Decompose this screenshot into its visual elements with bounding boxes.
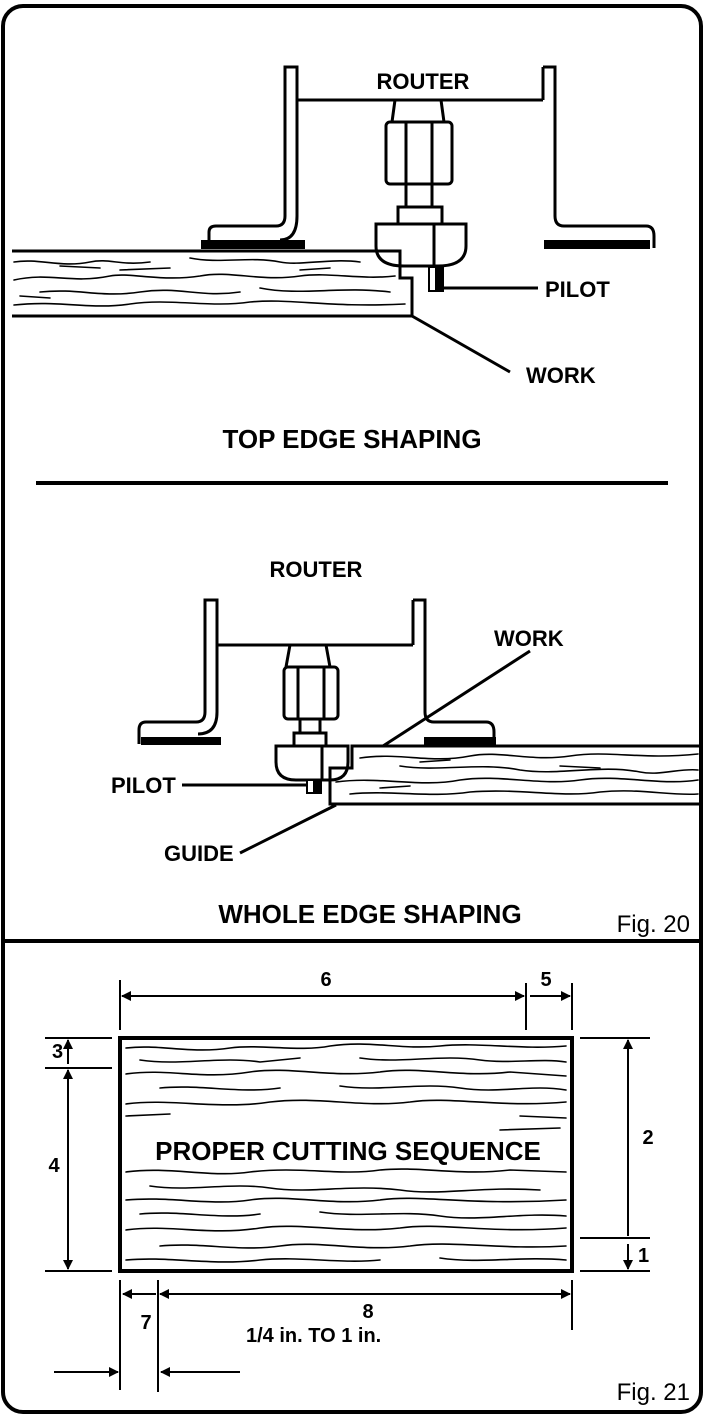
- pilot-label-whole: PILOT: [111, 773, 176, 798]
- guide-label-whole: GUIDE: [164, 841, 234, 866]
- cutting-sequence-label: PROPER CUTTING SEQUENCE: [155, 1136, 541, 1166]
- work-label-whole: WORK: [494, 626, 564, 651]
- dim-7-label: 7: [140, 1312, 151, 1334]
- top-edge-shaping-diagram: ROUTER PILOT WORK TOP EDGE SHAPING: [12, 65, 656, 454]
- dim-3-label: 3: [52, 1041, 63, 1063]
- router-base-outline-2: [137, 598, 496, 744]
- pilot-label-top: PILOT: [545, 277, 610, 302]
- right-base-plate: [544, 240, 650, 249]
- dim-8-label: 8: [362, 1301, 373, 1323]
- router-base-outline: [207, 65, 656, 248]
- dim-2-label: 2: [642, 1127, 653, 1149]
- collet-nut: [384, 120, 454, 186]
- whole-edge-caption: WHOLE EDGE SHAPING: [218, 899, 521, 929]
- fig-21-label: Fig. 21: [617, 1379, 690, 1406]
- outer-frame: [1, 4, 703, 1414]
- collet-nut-2: [282, 665, 340, 721]
- dim-6-label: 6: [320, 969, 331, 991]
- work-label-top: WORK: [526, 363, 596, 388]
- top-edge-caption: TOP EDGE SHAPING: [222, 424, 481, 454]
- offset-note: 1/4 in. TO 1 in.: [246, 1325, 381, 1347]
- fig-20-label: Fig. 20: [617, 911, 690, 938]
- workpiece-2: [328, 744, 701, 806]
- workpiece: [12, 249, 414, 318]
- cutting-sequence-diagram: PROPER CUTTING SEQUENCE 6 5 3 4 2 1: [45, 969, 690, 1406]
- dim-5-label: 5: [540, 969, 551, 991]
- router-label-top: ROUTER: [377, 69, 470, 94]
- router-bit-cutter-2: [274, 744, 350, 782]
- dim-1-label: 1: [638, 1245, 649, 1267]
- whole-edge-shaping-diagram: ROUTER WORK PILOT GUIDE WHOLE EDGE SHAPI…: [111, 557, 701, 938]
- router-label-whole: ROUTER: [270, 557, 363, 582]
- left-base-plate: [201, 240, 305, 249]
- router-bit-cutter: [374, 222, 468, 268]
- collet: [390, 99, 446, 124]
- dim-4-label: 4: [48, 1155, 60, 1177]
